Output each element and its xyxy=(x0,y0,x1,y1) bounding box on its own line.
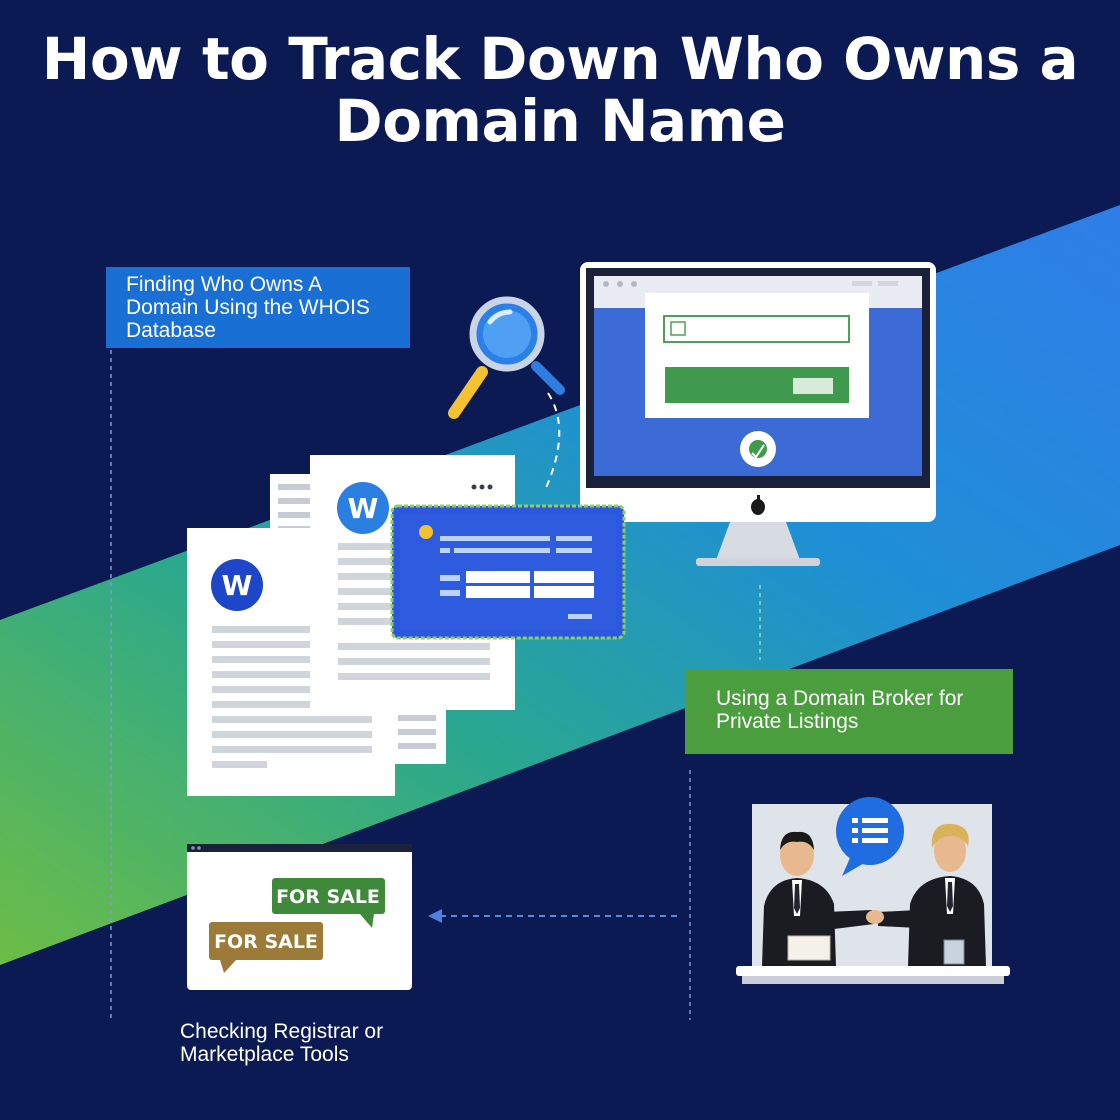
page-title: How to Track Down Who Owns a Domain Name xyxy=(0,28,1120,152)
chat-bubble-icon xyxy=(836,797,904,876)
connector-curve xyxy=(544,392,561,491)
whois-label-line-1: Finding Who Owns A xyxy=(126,273,323,296)
broker-step-label: Using a Domain Broker for Private Listin… xyxy=(685,669,1013,754)
for-sale-tag-icon: FOR SALE xyxy=(272,878,385,928)
broker-label-line-2: Private Listings xyxy=(716,710,859,733)
whois-label-line-3: Database xyxy=(126,319,216,342)
whois-step-label: Finding Who Owns A Domain Using the WHOI… xyxy=(106,267,410,348)
broker-label-line-1: Using a Domain Broker for xyxy=(716,687,964,710)
for-sale-tag-text: FOR SALE xyxy=(276,886,380,908)
whois-label-line-2: Domain Using the WHOIS xyxy=(126,296,370,319)
registrar-label-line-2: Marketplace Tools xyxy=(180,1043,349,1066)
connector-arrow-head xyxy=(428,909,442,923)
apple-logo-icon xyxy=(751,495,765,515)
marketplace-window: FOR SALE FOR SALE xyxy=(187,844,412,990)
for-sale-tag-icon: FOR SALE xyxy=(209,922,323,973)
title-line-2: Domain Name xyxy=(334,87,786,155)
registrar-label-line-1: Checking Registrar or xyxy=(180,1020,384,1043)
document-logo-letter: W xyxy=(222,569,253,602)
registrar-step-label: Checking Registrar or Marketplace Tools xyxy=(180,1020,480,1066)
document-stack: W W xyxy=(187,455,626,796)
handshake-icon xyxy=(736,797,1010,984)
computer-monitor-icon xyxy=(580,262,936,566)
document-logo-letter: W xyxy=(348,492,379,525)
browser-card-icon xyxy=(390,504,626,640)
for-sale-tag-text: FOR SALE xyxy=(214,931,318,953)
magnifier-icon xyxy=(448,296,565,419)
title-line-1: How to Track Down Who Owns a xyxy=(41,25,1079,93)
